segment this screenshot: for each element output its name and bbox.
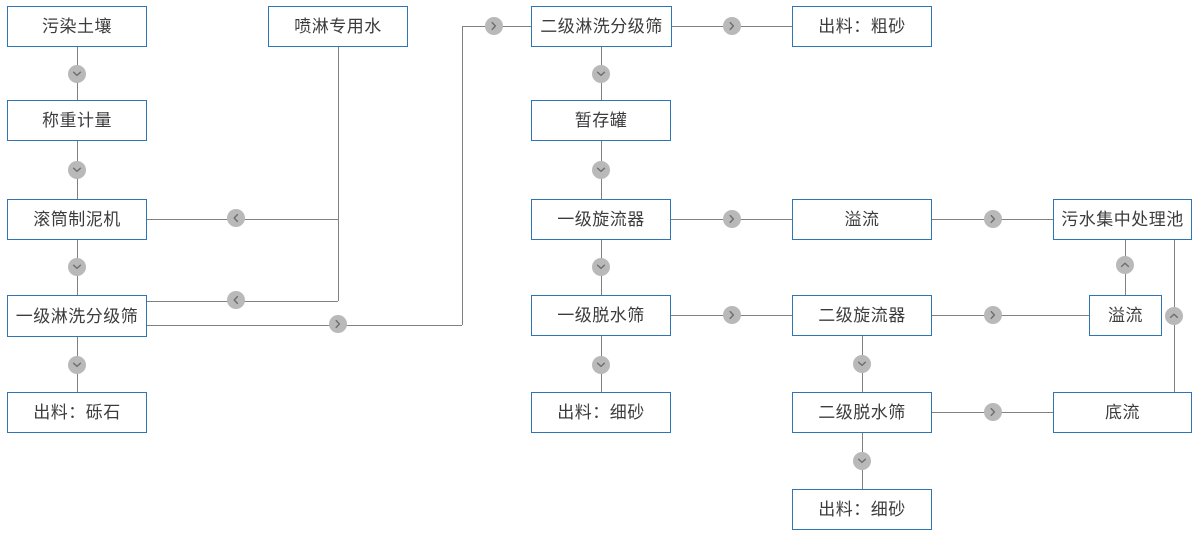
node-drum_mud_maker[interactable]: 滚筒制泥机 [7,199,147,240]
node-out_gravel[interactable]: 出料：砾石 [7,392,147,433]
chevron-right-icon [723,17,741,35]
node-wash_screen_2[interactable]: 二级淋洗分级筛 [531,6,672,47]
chevron-right-icon [485,17,503,35]
node-wastewater_pond[interactable]: 污水集中处理池 [1053,199,1192,240]
node-contaminated_soil[interactable]: 污染土壤 [7,6,147,47]
chevron-down-icon [592,65,610,83]
chevron-down-icon [592,356,610,374]
node-cyclone_2[interactable]: 二级旋流器 [792,295,932,336]
node-weighing[interactable]: 称重计量 [7,100,147,141]
edge-segment-e-wash1-wash2 [147,325,462,326]
chevron-right-icon [984,403,1002,421]
chevron-down-icon [592,258,610,276]
chevron-down-icon [68,258,86,276]
node-underflow[interactable]: 底流 [1053,392,1192,433]
node-spray_water[interactable]: 喷淋专用水 [268,6,408,47]
edge-segment-e-cyclone2-overflow2 [932,315,1089,316]
node-dewater_screen_1[interactable]: 一级脱水筛 [531,295,671,336]
chevron-down-icon [68,161,86,179]
node-out_coarse_sand[interactable]: 出料：粗砂 [792,6,932,47]
chevron-down-icon [853,355,871,373]
node-out_fine_sand_2[interactable]: 出料：细砂 [792,489,932,530]
edge-segment-e-water-wash1 [338,219,339,301]
chevron-right-icon [723,306,741,324]
node-cyclone_1[interactable]: 一级旋流器 [531,199,671,240]
chevron-left-icon [227,209,245,227]
chevron-right-icon [984,210,1002,228]
chevron-up-icon [1165,307,1183,325]
chevron-left-icon [227,291,245,309]
chevron-right-icon [723,210,741,228]
node-wash_screen_1[interactable]: 一级淋洗分级筛 [7,295,147,337]
chevron-right-icon [984,306,1002,324]
chevron-up-icon [1116,256,1134,274]
chevron-down-icon [68,356,86,374]
chevron-down-icon [592,161,610,179]
chevron-down-icon [853,452,871,470]
node-buffer_tank[interactable]: 暂存罐 [531,100,671,141]
node-overflow_1[interactable]: 溢流 [792,199,932,240]
node-out_fine_sand_1[interactable]: 出料：细砂 [531,392,671,433]
edge-segment-e-water-drum [338,47,339,219]
chevron-right-icon [329,315,347,333]
edge-segment-e-wash1-wash2 [462,26,463,325]
node-dewater_screen_2[interactable]: 二级脱水筛 [792,392,932,433]
node-overflow_2[interactable]: 溢流 [1089,295,1162,336]
chevron-down-icon [68,65,86,83]
